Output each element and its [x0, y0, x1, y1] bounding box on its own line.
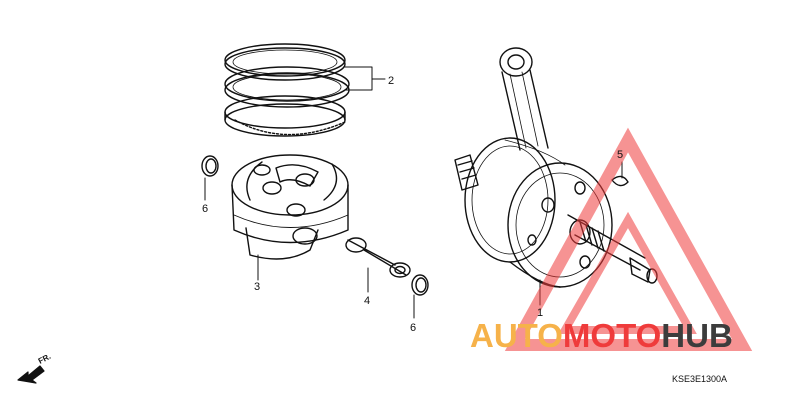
- piston-illustration: [231, 154, 349, 260]
- pin-clip-left-illustration: [201, 155, 219, 177]
- callout-pin-clip-left: 6: [202, 203, 208, 215]
- diagram-code: KSE3E1300A: [672, 374, 727, 384]
- watermark-hub: HUB: [661, 317, 733, 354]
- crankshaft-illustration: [454, 47, 658, 288]
- callout-pin-clip-right: 6: [410, 322, 416, 334]
- piston-pin-illustration: [345, 237, 411, 278]
- watermark-moto: MOTO: [563, 317, 661, 354]
- callout-piston: 3: [254, 281, 260, 293]
- callout-woodruff-key: 5: [617, 149, 623, 161]
- callout-crankshaft: 1: [537, 307, 543, 319]
- front-arrow-icon: [17, 365, 45, 384]
- callout-piston-pin: 4: [364, 295, 370, 307]
- watermark-auto: AUTO: [470, 317, 563, 354]
- watermark-triangle-icon: [504, 127, 753, 351]
- callout-piston-rings: 2: [388, 75, 394, 87]
- front-label: FR.: [37, 352, 53, 366]
- piston-rings-illustration: [224, 43, 350, 137]
- watermark-logo: AUTOMOTOHUB: [470, 317, 733, 354]
- pin-clip-right-illustration: [411, 274, 429, 296]
